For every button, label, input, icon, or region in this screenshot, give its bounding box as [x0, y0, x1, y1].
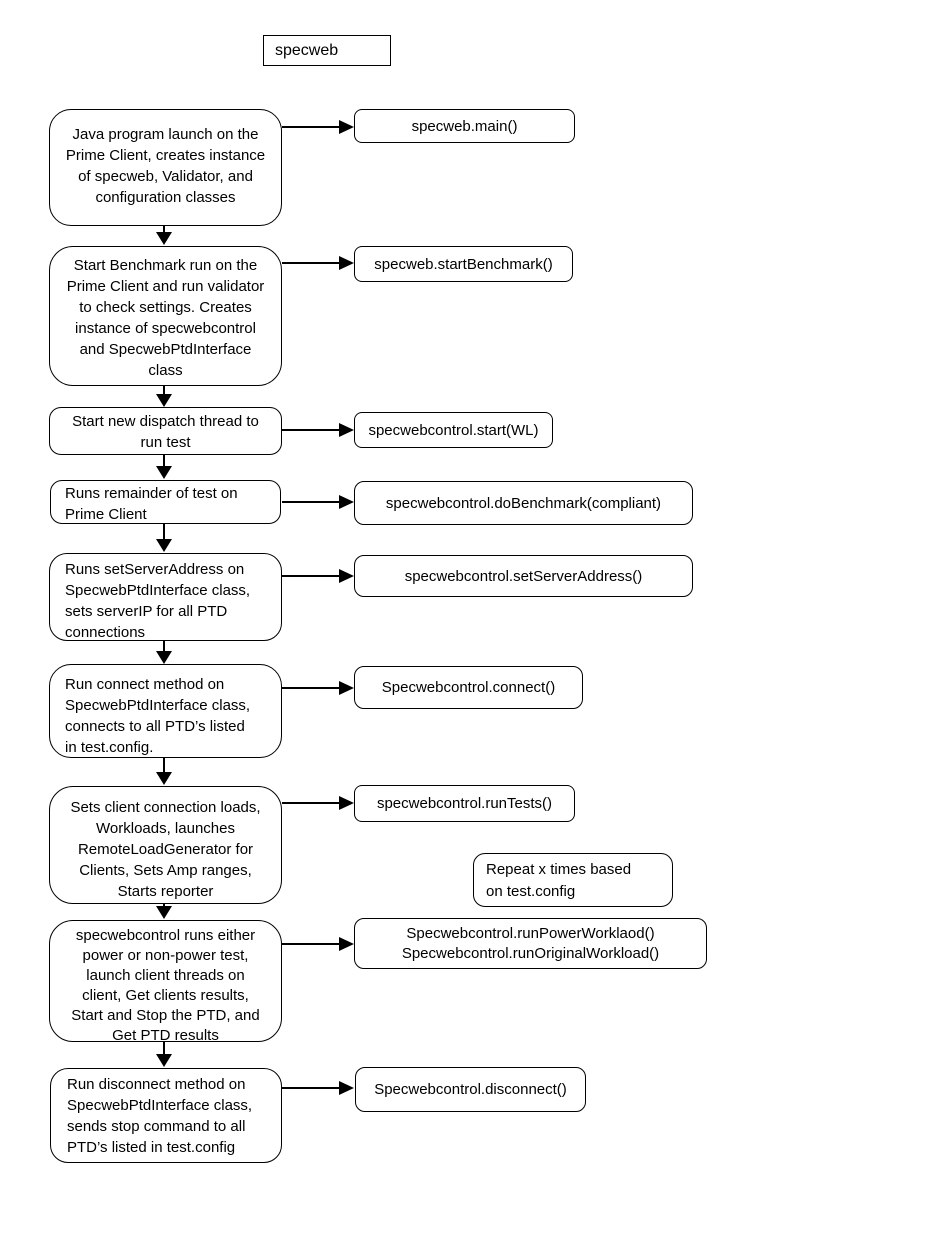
arrow-line — [163, 226, 165, 233]
arrow-line — [282, 575, 339, 577]
method-call-9: Specwebcontrol.disconnect() — [355, 1067, 586, 1112]
arrow-head-icon — [156, 1054, 172, 1067]
method-call-3: specwebcontrol.start(WL) — [354, 412, 553, 448]
arrow-head-icon — [156, 651, 172, 664]
arrow-head-icon — [156, 772, 172, 785]
method-call-6: Specwebcontrol.connect() — [354, 666, 583, 709]
arrow-line — [163, 904, 165, 907]
arrow-line — [282, 687, 339, 689]
method-call-2: specweb.startBenchmark() — [354, 246, 573, 282]
arrow-head-icon — [339, 569, 354, 583]
arrow-head-icon — [339, 681, 354, 695]
arrow-line — [163, 758, 165, 773]
flow-step-6: Run connect method on SpecwebPtdInterfac… — [49, 664, 282, 758]
arrow-line — [163, 524, 165, 540]
arrow-head-icon — [339, 796, 354, 810]
arrow-head-icon — [339, 120, 354, 134]
flow-step-7: Sets client connection loads, Workloads,… — [49, 786, 282, 904]
arrow-head-icon — [156, 232, 172, 245]
flow-step-4: Runs remainder of test on Prime Client — [50, 480, 281, 524]
arrow-head-icon — [339, 937, 354, 951]
arrow-line — [163, 386, 165, 395]
flow-step-3: Start new dispatch thread to run test — [49, 407, 282, 455]
arrow-head-icon — [156, 466, 172, 479]
diagram-title-box: specweb — [263, 35, 391, 66]
arrow-head-icon — [339, 256, 354, 270]
arrow-head-icon — [156, 906, 172, 919]
arrow-line — [282, 429, 339, 431]
flow-step-1: Java program launch on the Prime Client,… — [49, 109, 282, 226]
method-call-4: specwebcontrol.doBenchmark(compliant) — [354, 481, 693, 525]
flow-step-5: Runs setServerAddress on SpecwebPtdInter… — [49, 553, 282, 641]
flow-step-8: specwebcontrol runs either power or non-… — [49, 920, 282, 1044]
arrow-line — [282, 501, 339, 503]
flow-step-2: Start Benchmark run on the Prime Client … — [49, 246, 282, 386]
arrow-line — [282, 802, 339, 804]
arrow-head-icon — [156, 539, 172, 552]
method-call-5: specwebcontrol.setServerAddress() — [354, 555, 693, 597]
arrow-head-icon — [339, 1081, 354, 1095]
arrow-line — [282, 943, 339, 945]
arrow-line — [282, 126, 339, 128]
arrow-line — [163, 1042, 165, 1055]
method-call-7: specwebcontrol.runTests() — [354, 785, 575, 822]
method-call-1: specweb.main() — [354, 109, 575, 143]
method-call-8: Specwebcontrol.runPowerWorklaod() Specwe… — [354, 918, 707, 969]
arrow-line — [282, 262, 339, 264]
arrow-head-icon — [156, 394, 172, 407]
repeat-note-box: Repeat x times based on test.config — [473, 853, 673, 907]
arrow-head-icon — [339, 423, 354, 437]
arrow-line — [163, 455, 165, 467]
flow-step-9: Run disconnect method on SpecwebPtdInter… — [50, 1068, 282, 1163]
arrow-head-icon — [339, 495, 354, 509]
arrow-line — [282, 1087, 339, 1089]
arrow-line — [163, 641, 165, 652]
